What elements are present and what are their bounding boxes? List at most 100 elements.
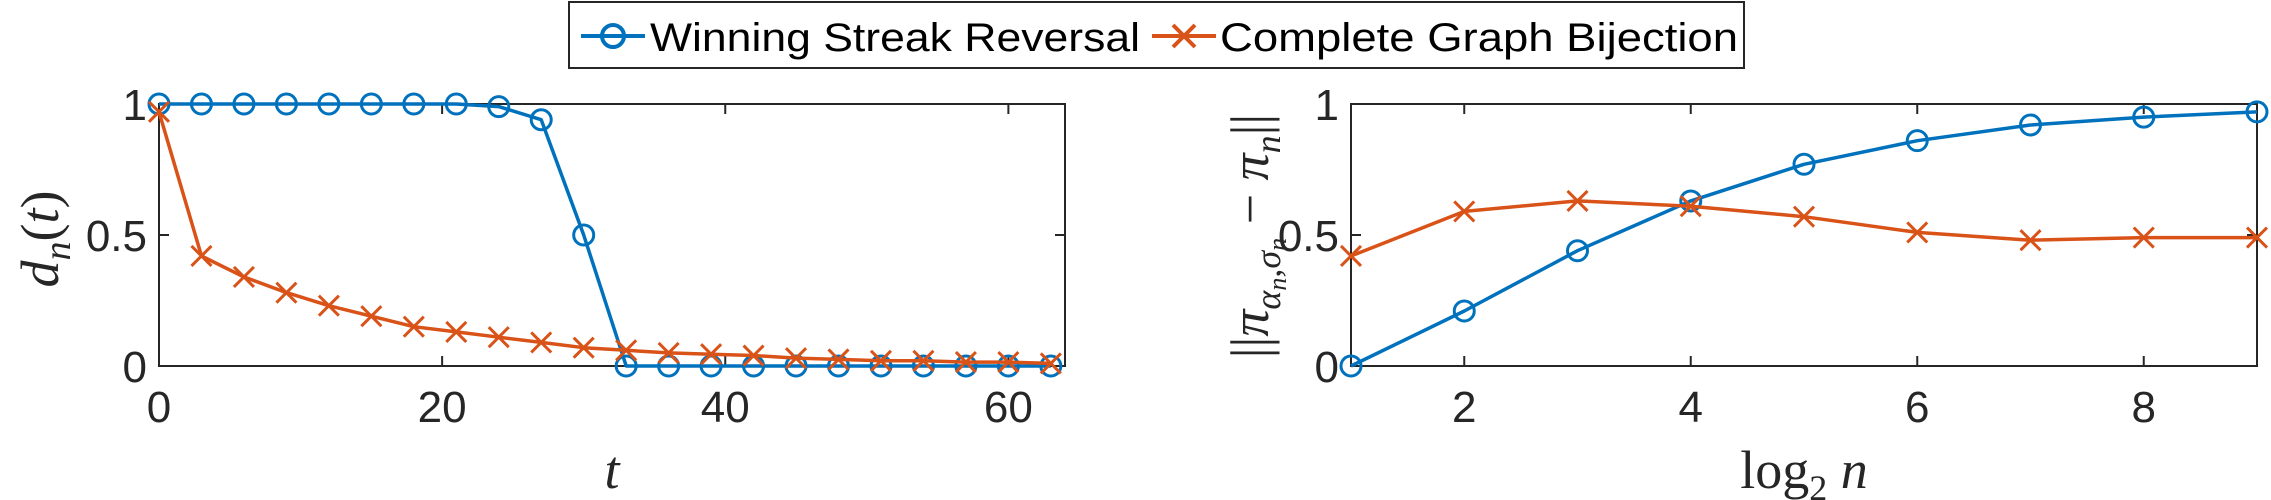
right-ylabel-sub-n: n — [1248, 135, 1288, 153]
data-point — [869, 349, 893, 372]
right-ytick-label: 1 — [1315, 81, 1339, 130]
right-x-axis-label: log2 n — [1740, 440, 1868, 500]
legend-item-complete-graph: Complete Graph Bijection — [1152, 16, 1738, 60]
left-xtick-label: 0 — [147, 383, 171, 432]
data-point — [572, 336, 595, 359]
left-ytick-label: 0.5 — [86, 212, 147, 261]
data-point — [189, 92, 213, 116]
right-xlabel-sub-2: 2 — [1809, 468, 1827, 500]
svg-text:||παn,σn − πn||: ||παn,σn − πn|| — [1220, 114, 1292, 359]
right-ticks: 2 4 6 8 0 0.5 1 — [1278, 81, 2257, 432]
data-point — [1905, 129, 1929, 153]
left-xtick-label: 60 — [984, 383, 1033, 432]
data-point — [232, 265, 255, 288]
right-series-winning-streak — [1339, 100, 2269, 378]
data-point — [147, 100, 171, 123]
data-point — [445, 320, 468, 344]
data-point — [317, 294, 340, 317]
left-series-complete-graph — [147, 100, 1062, 375]
left-ylabel-d: d — [10, 259, 70, 287]
right-xtick-label: 6 — [1905, 383, 1929, 432]
right-xtick-label: 4 — [1679, 383, 1703, 432]
data-point — [996, 354, 1020, 378]
data-point — [1679, 189, 1703, 213]
data-point — [784, 347, 808, 370]
data-point — [274, 92, 298, 116]
data-point — [487, 95, 511, 119]
right-ylabel-pi: π — [1220, 308, 1280, 337]
data-point — [444, 92, 468, 116]
right-plot-area — [1350, 103, 2258, 367]
data-point — [912, 349, 935, 372]
data-point — [827, 348, 850, 371]
left-plot — [147, 92, 1063, 378]
left-ytick-label: 0 — [123, 343, 147, 392]
right-xlabel-log: log — [1740, 440, 1809, 500]
left-ylabel-sub-n: n — [37, 241, 79, 260]
left-xtick-label: 20 — [418, 383, 467, 432]
data-point — [360, 305, 383, 328]
data-point — [402, 92, 426, 116]
right-series-winning-streak-line — [1350, 110, 2258, 368]
data-point — [615, 339, 638, 362]
data-point — [1792, 152, 1816, 176]
right-y-axis-label: ||παn,σn − πn|| — [1220, 114, 1292, 359]
legend-item-winning-streak: Winning Streak Reversal — [581, 16, 1140, 60]
data-point — [1566, 189, 1589, 213]
x-mark-icon — [1171, 23, 1197, 49]
left-xtick-label: 40 — [701, 383, 750, 432]
right-xtick-label: 2 — [1452, 383, 1476, 432]
left-series-winning-streak-line — [159, 102, 1051, 368]
right-ytick-label: 0.5 — [1278, 212, 1339, 261]
data-point — [1792, 205, 1816, 228]
right-series-complete-graph — [1339, 189, 2269, 268]
data-point — [317, 92, 341, 116]
data-point — [232, 92, 256, 116]
data-point — [742, 344, 765, 367]
data-point — [1453, 200, 1476, 223]
data-point — [1452, 299, 1476, 323]
left-y-axis-label: dn(t) — [10, 191, 79, 288]
left-ylabel-t: t — [10, 207, 70, 224]
left-ylabel-paren-close: ) — [10, 191, 70, 209]
circle-icon — [600, 23, 626, 49]
data-point — [2019, 229, 2042, 252]
legend-label-winning-streak: Winning Streak Reversal — [650, 16, 1140, 60]
left-ticks: 0 20 40 60 0 0.5 1 — [86, 81, 1065, 432]
legend: Winning Streak Reversal Complete Graph B… — [568, 1, 1745, 69]
data-point — [1039, 354, 1063, 378]
right-xtick-label: 8 — [2132, 383, 2156, 432]
data-point — [997, 351, 1020, 374]
data-point — [2245, 226, 2269, 249]
svg-text:dn(t): dn(t) — [10, 191, 79, 288]
right-xlabel-n: n — [1827, 440, 1868, 500]
left-ytick-label: 1 — [123, 81, 147, 130]
data-point — [911, 354, 935, 378]
data-point — [1906, 221, 1929, 244]
legend-label-complete-graph: Complete Graph Bijection — [1220, 16, 1738, 60]
right-ylabel-minus: − — [1220, 180, 1280, 237]
data-point — [700, 343, 723, 366]
data-point — [190, 244, 213, 268]
data-point — [1339, 244, 1363, 268]
data-point — [1566, 239, 1589, 263]
data-point — [2132, 226, 2155, 249]
data-point — [1039, 352, 1062, 375]
data-point — [954, 354, 978, 378]
data-point — [954, 351, 977, 374]
right-plot — [1339, 100, 2269, 378]
left-ylabel-paren: ( — [10, 224, 70, 242]
data-point — [1339, 354, 1363, 378]
data-point — [572, 223, 596, 247]
data-point — [2245, 100, 2269, 124]
left-series-complete-graph-line — [157, 111, 1051, 366]
data-point — [1679, 195, 1702, 218]
right-ylabel-norm-close: || — [1220, 114, 1280, 136]
data-point — [2019, 113, 2042, 137]
data-point — [869, 354, 893, 378]
right-ytick-label: 0 — [1315, 343, 1339, 392]
data-point — [529, 108, 553, 132]
data-point — [657, 354, 681, 378]
data-point — [530, 331, 553, 354]
data-point — [657, 341, 680, 364]
